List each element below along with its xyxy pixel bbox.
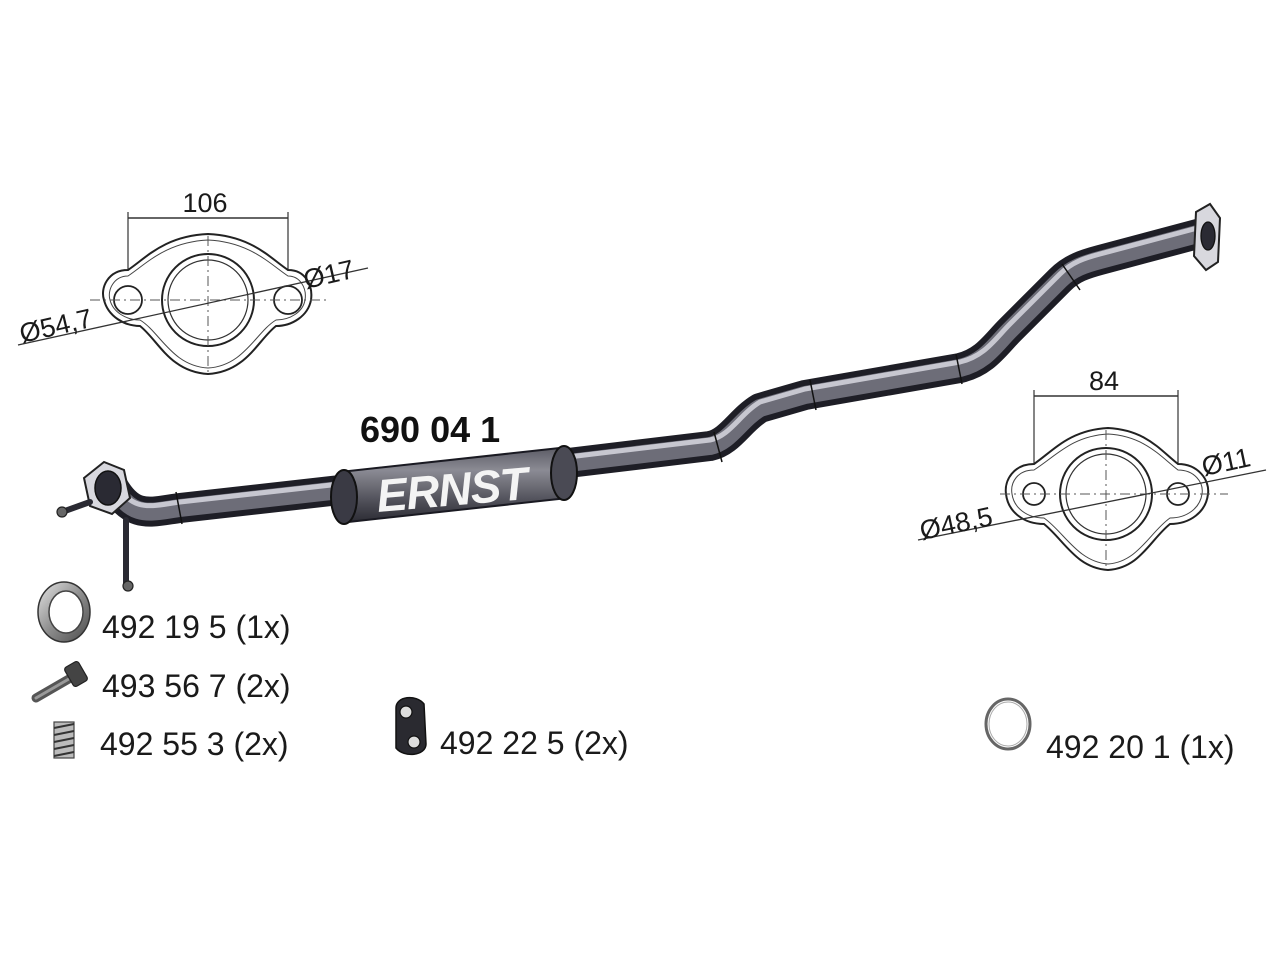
front-pipe-flange [56,460,134,592]
part-number-title: 690 04 1 [360,409,500,450]
pipe-joint-4 [955,353,963,385]
rear-flange-drawing: 84 Ø48,5 Ø11 [917,366,1267,572]
front-flange-spacing-label: 106 [182,188,227,218]
muffler-front-cap [330,469,358,525]
rear-pipe-flange-opening [1200,221,1216,251]
parts-item-gasket-ring: 492 20 1 (1x) [984,697,1235,765]
sealing-ring-icon [37,581,91,643]
parts-item-sealing-ring: 492 19 5 (1x) [37,581,291,645]
parts-item-label: 493 56 7 (2x) [102,668,291,704]
pipe-joint-1 [175,491,183,525]
rear-flange-pipe-diameter-label: Ø48,5 [917,501,995,546]
spring-icon [53,721,75,759]
front-flange-inner-outline [108,239,306,369]
muffler-rear-cap [550,445,578,501]
parts-item-spring: 492 55 3 (2x) [53,721,289,762]
pipe-joint-5 [1061,263,1081,291]
front-pipe-flange-opening [94,470,122,506]
front-stud-lower-nut [122,580,134,592]
front-flange-leader-line [17,267,369,346]
parts-item-label: 492 22 5 (2x) [440,725,629,761]
parts-item-label: 492 55 3 (2x) [100,726,289,762]
rear-pipe-flange [1192,202,1222,272]
rear-flange-inner-outline [1011,433,1203,565]
front-flange-hole-diameter-label: Ø17 [301,254,357,295]
pipe-joint-2 [713,431,723,463]
parts-item-label: 492 19 5 (1x) [102,609,291,645]
parts-item-label: 492 20 1 (1x) [1046,729,1235,765]
rear-flange-leader-line [917,469,1267,541]
front-flange-drawing: 106 Ø54,7 Ø17 [17,188,369,376]
gasket-ring-icon [984,697,1032,751]
pipe-joint-3 [809,379,817,411]
parts-item-rubber-mount: 492 22 5 (2x) [395,696,629,761]
rear-flange-spacing-label: 84 [1089,366,1119,396]
bolt-icon [31,660,88,703]
muffler: ERNST [330,445,578,525]
front-stud-left-nut [56,506,68,518]
front-flange-pipe-diameter-label: Ø54,7 [17,303,95,349]
parts-item-bolt: 493 56 7 (2x) [31,660,291,704]
exhaust-pipe-assembly: ERNST 690 04 1 [56,202,1222,592]
rubber-mount-icon [395,696,427,756]
rear-flange-hole-diameter-label: Ø11 [1199,442,1253,482]
parts-list: 492 19 5 (1x) 493 56 7 (2x) 492 55 3 (2x… [31,581,1235,765]
